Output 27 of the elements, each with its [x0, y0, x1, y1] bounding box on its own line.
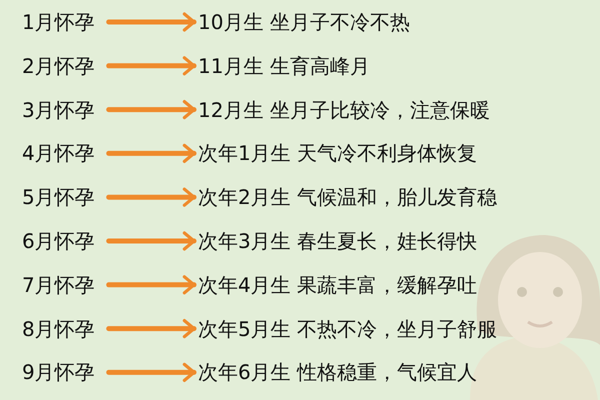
text-label: 次年2月生 气候温和，胎儿发育稳 [198, 185, 498, 210]
text-label: 次年3月生 春生夏长，娃长得快 [198, 229, 478, 253]
text-label: 次年6月生 性格稳重，气候宜人 [198, 360, 478, 384]
arrow [106, 144, 196, 163]
text-label: 1月怀孕 [22, 10, 95, 34]
text-label: 7月怀孕 [22, 272, 95, 297]
text-label: 次年5月生 不热不冷，坐月子舒服 [198, 316, 498, 341]
text-label: 12月生 坐月子比较冷，注意保暖 [198, 98, 490, 122]
arrow [106, 12, 196, 32]
arrow [106, 100, 196, 120]
arrow [106, 188, 196, 207]
text-label: 4月怀孕 [22, 141, 95, 166]
arrow [106, 319, 196, 338]
arrow [106, 56, 196, 76]
text-label: 次年1月生 天气冷不利身体恢复 [198, 141, 478, 166]
text-label: 2月怀孕 [22, 54, 95, 78]
arrow [106, 231, 196, 251]
arrow [106, 362, 196, 382]
text-label: 10月生 坐月子不冷不热 [198, 10, 410, 34]
text-label: 11月生 生育高峰月 [198, 54, 370, 78]
text-label: 9月怀孕 [22, 360, 95, 384]
text-label: 5月怀孕 [22, 185, 95, 210]
text-label: 6月怀孕 [22, 229, 95, 253]
text-label: 次年4月生 果蔬丰富，缓解孕吐 [198, 272, 478, 297]
arrow [106, 275, 196, 294]
text-label: 3月怀孕 [22, 98, 95, 122]
text-label: 8月怀孕 [22, 316, 95, 341]
